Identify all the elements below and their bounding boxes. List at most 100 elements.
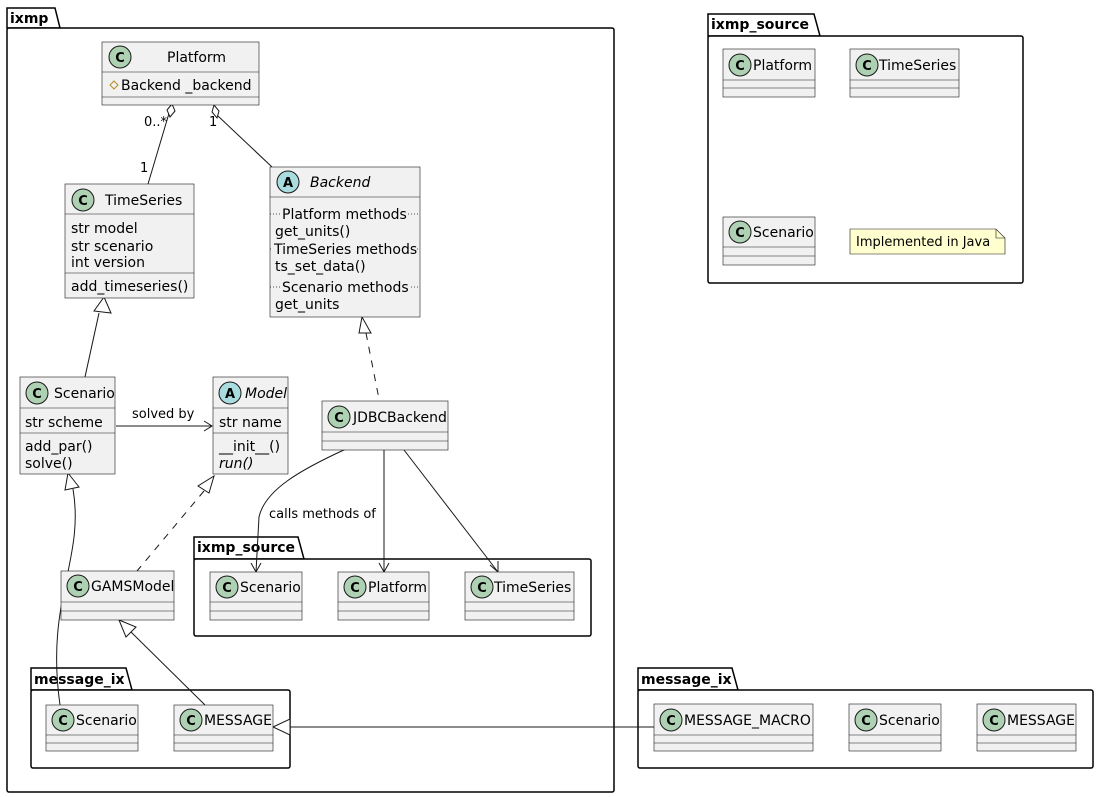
- class-src-inner-platform[interactable]: C Platform: [337, 571, 430, 621]
- svg-text:C: C: [78, 194, 88, 209]
- class-timeseries[interactable]: C TimeSeries str model str scenario int …: [64, 183, 195, 299]
- class-src-top-platform-name: Platform: [753, 58, 812, 74]
- note-text: Implemented in Java: [856, 235, 990, 250]
- class-stereotype-icon: [855, 53, 879, 77]
- class-stereotype-icon: [66, 574, 90, 598]
- class-src-inner-platform-name: Platform: [368, 580, 427, 596]
- package-ixmp-label: ixmp: [10, 11, 48, 27]
- class-timeseries-attr-version: int version: [71, 255, 145, 271]
- svg-text:C: C: [666, 714, 676, 729]
- package-ixmp-source-top-label: ixmp_source: [711, 17, 809, 33]
- class-msg-right-scenario[interactable]: C Scenario: [848, 703, 942, 752]
- class-src-top-scenario[interactable]: C Scenario: [722, 216, 816, 266]
- class-stereotype-icon: [982, 708, 1006, 732]
- class-model-method-run: run(): [219, 456, 253, 472]
- calls-methods-of-label: calls methods of: [269, 507, 376, 522]
- class-model[interactable]: A Model str name __init__() run(): [212, 376, 289, 475]
- class-stereotype-icon: [728, 53, 752, 77]
- class-msg-inner-message[interactable]: C MESSAGE: [173, 704, 274, 752]
- class-msg-right-macro[interactable]: C MESSAGE_MACRO: [653, 703, 814, 752]
- class-platform-name: Platform: [167, 50, 226, 66]
- backend-section-platform: Platform methods: [282, 207, 407, 223]
- svg-text:C: C: [186, 714, 196, 729]
- backend-section-scenario: Scenario methods: [282, 280, 409, 296]
- multiplicity-many: 0..*: [144, 115, 168, 130]
- package-ixmp-source-inner-label: ixmp_source: [197, 540, 295, 556]
- aggregation-diamond-backend: [211, 103, 220, 120]
- backend-method-get-units: get_units(): [275, 224, 350, 240]
- class-msg-right-scenario-name: Scenario: [879, 713, 940, 729]
- class-scenario-method-solve: solve(): [25, 456, 73, 472]
- class-stereotype-icon: [215, 575, 239, 599]
- edge-gams-model: [136, 490, 205, 572]
- class-timeseries-attr-model: str model: [71, 221, 138, 237]
- class-stereotype-icon: [327, 405, 351, 429]
- abstract-stereotype-icon: [276, 170, 300, 194]
- class-msg-right-macro-name: MESSAGE_MACRO: [684, 713, 811, 729]
- class-src-inner-timeseries-name: TimeSeries: [493, 580, 571, 596]
- svg-text:C: C: [58, 714, 68, 729]
- class-model-method-init: __init__(): [218, 439, 280, 455]
- class-platform[interactable]: C Platform Backend _backend: [101, 41, 260, 106]
- class-stereotype-icon: [470, 575, 494, 599]
- class-stereotype-icon: [343, 575, 367, 599]
- class-src-inner-scenario[interactable]: C Scenario: [209, 571, 303, 621]
- class-stereotype-icon: [71, 188, 95, 212]
- class-src-inner-scenario-name: Scenario: [240, 580, 301, 596]
- backend-method-ts-set-data: ts_set_data(): [275, 259, 366, 275]
- class-msg-right-message-name: MESSAGE: [1007, 713, 1075, 729]
- aggregation-diamond-timeseries: [166, 103, 176, 118]
- class-jdbc-backend[interactable]: C JDBCBackend: [321, 400, 449, 451]
- svg-text:A: A: [225, 387, 235, 402]
- class-scenario-attr: str scheme: [25, 415, 103, 431]
- class-src-top-timeseries[interactable]: C TimeSeries: [849, 48, 960, 98]
- class-stereotype-icon: [51, 708, 75, 732]
- svg-text:C: C: [350, 581, 360, 596]
- backend-method-get-units-2: get_units: [275, 297, 339, 313]
- backend-section-timeseries: TimeSeries methods: [273, 242, 417, 258]
- svg-text:C: C: [32, 387, 42, 402]
- class-stereotype-icon: [659, 708, 683, 732]
- class-src-top-platform[interactable]: C Platform: [722, 48, 816, 98]
- class-timeseries-name: TimeSeries: [104, 193, 182, 209]
- package-message-ix-inner-label: message_ix: [34, 672, 125, 688]
- class-src-inner-timeseries[interactable]: C TimeSeries: [464, 571, 575, 621]
- class-gams-model[interactable]: C GAMSModel: [60, 570, 174, 621]
- class-backend-name: Backend: [310, 175, 370, 191]
- class-model-attr: str name: [219, 415, 282, 431]
- svg-text:C: C: [989, 714, 999, 729]
- class-stereotype-icon: [854, 708, 878, 732]
- inheritance-arrow-message: [271, 718, 291, 736]
- svg-text:C: C: [222, 581, 232, 596]
- protected-icon: [109, 80, 119, 90]
- svg-text:C: C: [735, 59, 745, 74]
- multiplicity-one-timeseries: 1: [140, 161, 148, 176]
- inheritance-arrow-gams: [118, 619, 137, 638]
- realization-arrow-model: [197, 474, 215, 494]
- class-msg-inner-message-name: MESSAGE: [204, 713, 272, 729]
- svg-text:C: C: [735, 226, 745, 241]
- relationships: 0..* 1 1 solved by calls methods of: [56, 103, 654, 736]
- class-platform-attr: Backend _backend: [121, 78, 251, 94]
- abstract-stereotype-icon: [218, 381, 242, 405]
- class-msg-inner-scenario[interactable]: C Scenario: [45, 704, 139, 752]
- class-backend[interactable]: A Backend Platform methods get_units() T…: [269, 166, 421, 318]
- class-msg-inner-scenario-name: Scenario: [76, 713, 137, 729]
- class-stereotype-icon: [728, 220, 752, 244]
- svg-text:C: C: [334, 411, 344, 426]
- edge-jdbc-backend: [365, 332, 380, 400]
- class-src-top-scenario-name: Scenario: [753, 225, 814, 241]
- edge-message-gams: [130, 631, 206, 706]
- package-message-ix-right-label: message_ix: [641, 672, 732, 688]
- svg-text:C: C: [861, 714, 871, 729]
- arrowhead-model: [203, 420, 213, 432]
- svg-text:C: C: [862, 59, 872, 74]
- edge-jdbc-timeseries: [403, 449, 499, 573]
- class-jdbc-backend-name: JDBCBackend: [352, 410, 447, 426]
- svg-text:A: A: [283, 176, 293, 191]
- class-scenario-method-add-par: add_par(): [25, 439, 93, 455]
- class-msg-right-message[interactable]: C MESSAGE: [976, 703, 1077, 752]
- class-stereotype-icon: [108, 45, 132, 69]
- class-stereotype-icon: [179, 708, 203, 732]
- class-scenario[interactable]: C Scenario str scheme add_par() solve(): [19, 376, 116, 475]
